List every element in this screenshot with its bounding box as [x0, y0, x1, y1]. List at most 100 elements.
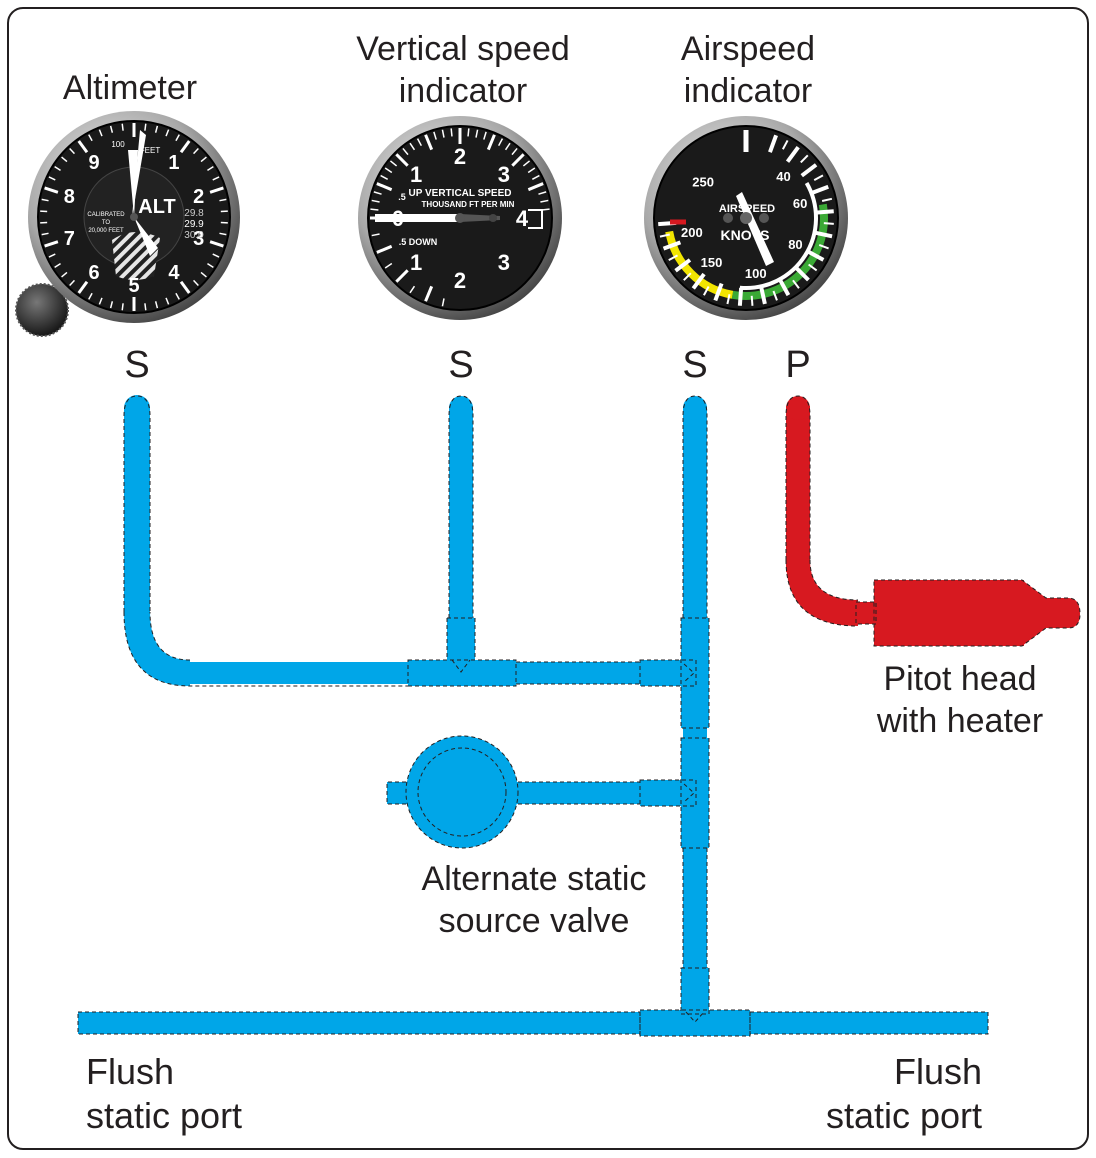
altimeter-tick [144, 123, 147, 131]
vsi-title-line1: Vertical speed [356, 30, 570, 68]
vsi-tick [376, 244, 393, 254]
altimeter-tick [121, 303, 124, 311]
altimeter-tick [154, 301, 159, 309]
airspeed-numeral-250: 250 [692, 175, 714, 190]
vsi-tick [384, 167, 393, 174]
altimeter-tick [193, 279, 199, 287]
vsi-numeral-2: 2 [454, 144, 466, 169]
vsi-tick [409, 142, 416, 151]
altimeter-tick [165, 297, 170, 305]
airspeed-numeral-100: 100 [745, 266, 767, 281]
altimeter-numeral-7: 7 [64, 228, 75, 250]
airspeed-numeral-60: 60 [793, 196, 807, 211]
airspeed-numeral-40: 40 [776, 169, 790, 184]
airspeed-tick [737, 287, 744, 306]
altimeter-tick [219, 198, 227, 202]
vsi-face-line2: THOUSAND FT PER MIN [422, 200, 515, 209]
vsi-tick [370, 208, 379, 211]
altimeter-tick [44, 240, 59, 248]
valve-label-line2: source valve [438, 902, 630, 940]
vsi-tick [497, 138, 504, 147]
vsi-numeral-1: 1 [410, 162, 422, 187]
altimeter-tick [209, 186, 224, 194]
airspeed-tick [814, 230, 833, 239]
vsi-title-line2: indicator [398, 72, 528, 110]
airspeed-tick [702, 286, 710, 296]
airspeed-tick [691, 272, 706, 290]
vsi-numeral-6: 2 [454, 268, 466, 293]
airspeed-tick [818, 243, 829, 250]
vsi-tick [527, 167, 536, 174]
altimeter-long-hand [132, 130, 146, 217]
vsi-tick [389, 160, 398, 167]
altimeter-mid-hand [128, 150, 138, 217]
altimeter-short-hand [134, 217, 158, 256]
airspeed-tick [794, 265, 810, 282]
altimeter-tick [165, 129, 170, 137]
airspeed-tick [792, 279, 800, 289]
airspeed-tick [800, 163, 818, 178]
altimeter-tick [109, 125, 114, 133]
altimeter-numeral-5: 5 [128, 275, 139, 297]
altimeter-numeral-8: 8 [64, 186, 75, 208]
vsi-tick [395, 269, 409, 283]
vsi-tick [424, 285, 434, 302]
pitot-head-label: Pitot head with heater [860, 658, 1060, 742]
airspeed-yellow-arc [665, 230, 734, 299]
altimeter-tick [109, 301, 114, 309]
vsi-tick [511, 153, 525, 167]
vsi-tick [511, 147, 518, 156]
vsi-down-label: .5 DOWN [399, 237, 438, 247]
altimeter-tick [48, 176, 56, 181]
left-port-line1: Flush [86, 1051, 175, 1092]
pitot-head [874, 580, 1024, 646]
altimeter-tick [61, 156, 68, 163]
altimeter-numeral-2: 2 [193, 186, 204, 208]
pitot-head-line1: Pitot head [883, 660, 1037, 698]
right-port-line1: Flush [893, 1051, 982, 1092]
vsi-tick [450, 128, 453, 137]
airspeed-title-line1: Airspeed [680, 30, 816, 68]
vsi-tick [433, 131, 437, 140]
vsi-tick [504, 142, 511, 151]
altimeter-tick [41, 198, 49, 202]
alternate-static-valve [406, 736, 518, 848]
airspeed-tick [662, 240, 682, 251]
vsi-up-label: .5 [398, 192, 406, 202]
airspeed-numeral-200: 200 [681, 225, 703, 240]
airspeed-tick [768, 134, 778, 153]
altimeter-tick [219, 232, 227, 236]
altimeter-tick [179, 140, 191, 154]
airspeed-numeral-150: 150 [701, 255, 723, 270]
airspeed-title-line2: indicator [683, 72, 813, 110]
altimeter-numeral-9: 9 [88, 152, 99, 174]
altimeter-tick [154, 125, 159, 133]
airspeed-tick [659, 233, 670, 238]
altimeter-numeral-3: 3 [193, 228, 204, 250]
altimeter-tick [212, 253, 220, 258]
vsi-tick [416, 138, 423, 147]
vsi-tick [467, 128, 470, 137]
altimeter-tick [209, 240, 224, 248]
vsi-tick [527, 182, 544, 192]
valve-label-line1: Alternate static [421, 860, 647, 898]
altimeter-tick [200, 156, 207, 163]
altimeter-setting-knob[interactable] [16, 284, 68, 336]
altimeter-tick [144, 303, 147, 311]
airspeed-tick [806, 249, 825, 262]
airspeed-tick [781, 139, 789, 150]
vsi-tick [395, 153, 409, 167]
altimeter-tick [98, 297, 103, 305]
altimeter-numeral-1: 1 [168, 152, 179, 174]
altimeter-tick [175, 292, 180, 300]
altimeter-tick [207, 262, 214, 269]
static-plumbing-outline [77, 395, 989, 1037]
vsi-tick [384, 262, 393, 269]
altimeter-100-label: 100 [111, 140, 125, 149]
altimeter-tick [77, 140, 89, 154]
kollsman-298: 29.8 [184, 208, 204, 219]
altimeter-tick [41, 232, 49, 236]
right-port-line2: static port [825, 1095, 982, 1136]
altimeter-tick [44, 186, 59, 194]
